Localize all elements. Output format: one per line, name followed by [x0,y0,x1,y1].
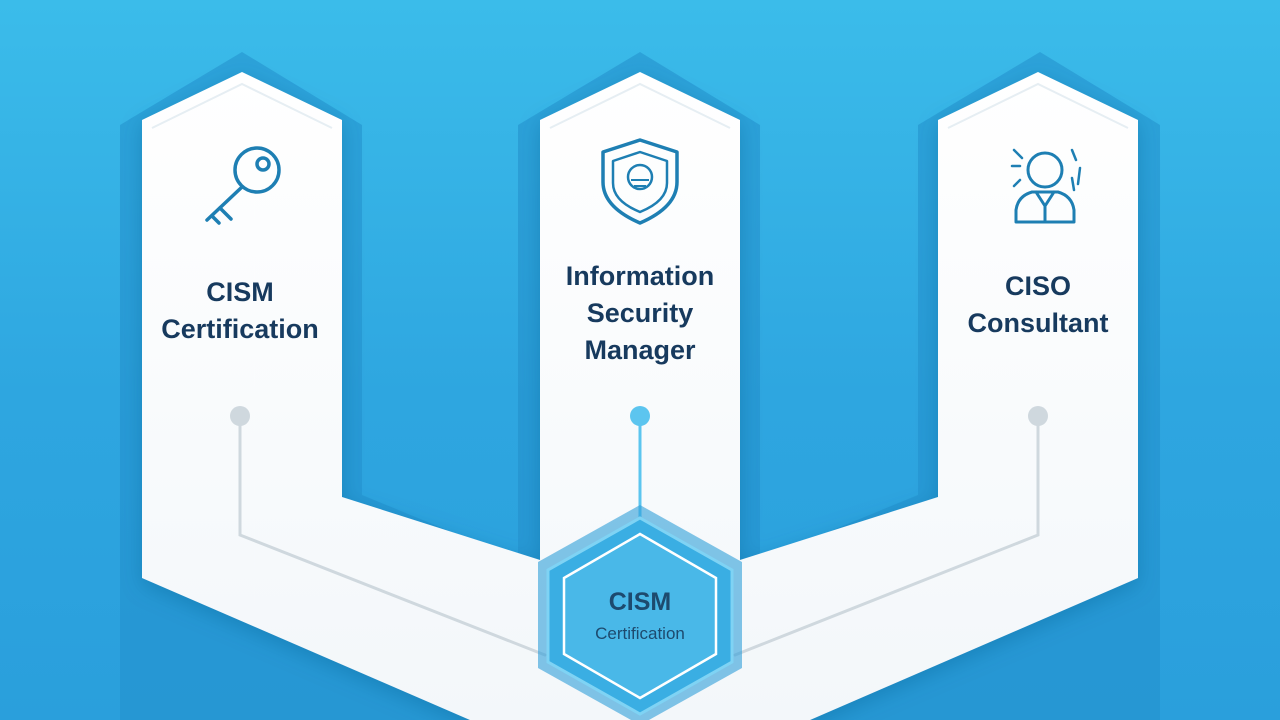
shield-icon [601,138,679,225]
card-label-ciso-consultant: CISO Consultant [967,271,1109,338]
connector-node-right [1028,406,1048,426]
consultant-icon [1010,148,1082,224]
connectors [238,414,1040,657]
panel-left [142,72,540,720]
panel-bevels [151,82,1129,129]
key-icon [205,146,281,225]
panels [142,72,1138,720]
connector-left [238,414,547,657]
connector-node-left [230,406,250,426]
center-badge-title: CISM [608,588,672,616]
card-label-information-security-manager: Information Security Manager [565,261,715,365]
panel-right [740,72,1138,720]
connector-right [733,414,1040,657]
connector-node-center [630,406,650,426]
center-badge-subtitle: Certification [595,624,685,643]
center-hexagon-badge [538,505,742,720]
card-label-cism-certification: CISM Certification [161,277,319,344]
